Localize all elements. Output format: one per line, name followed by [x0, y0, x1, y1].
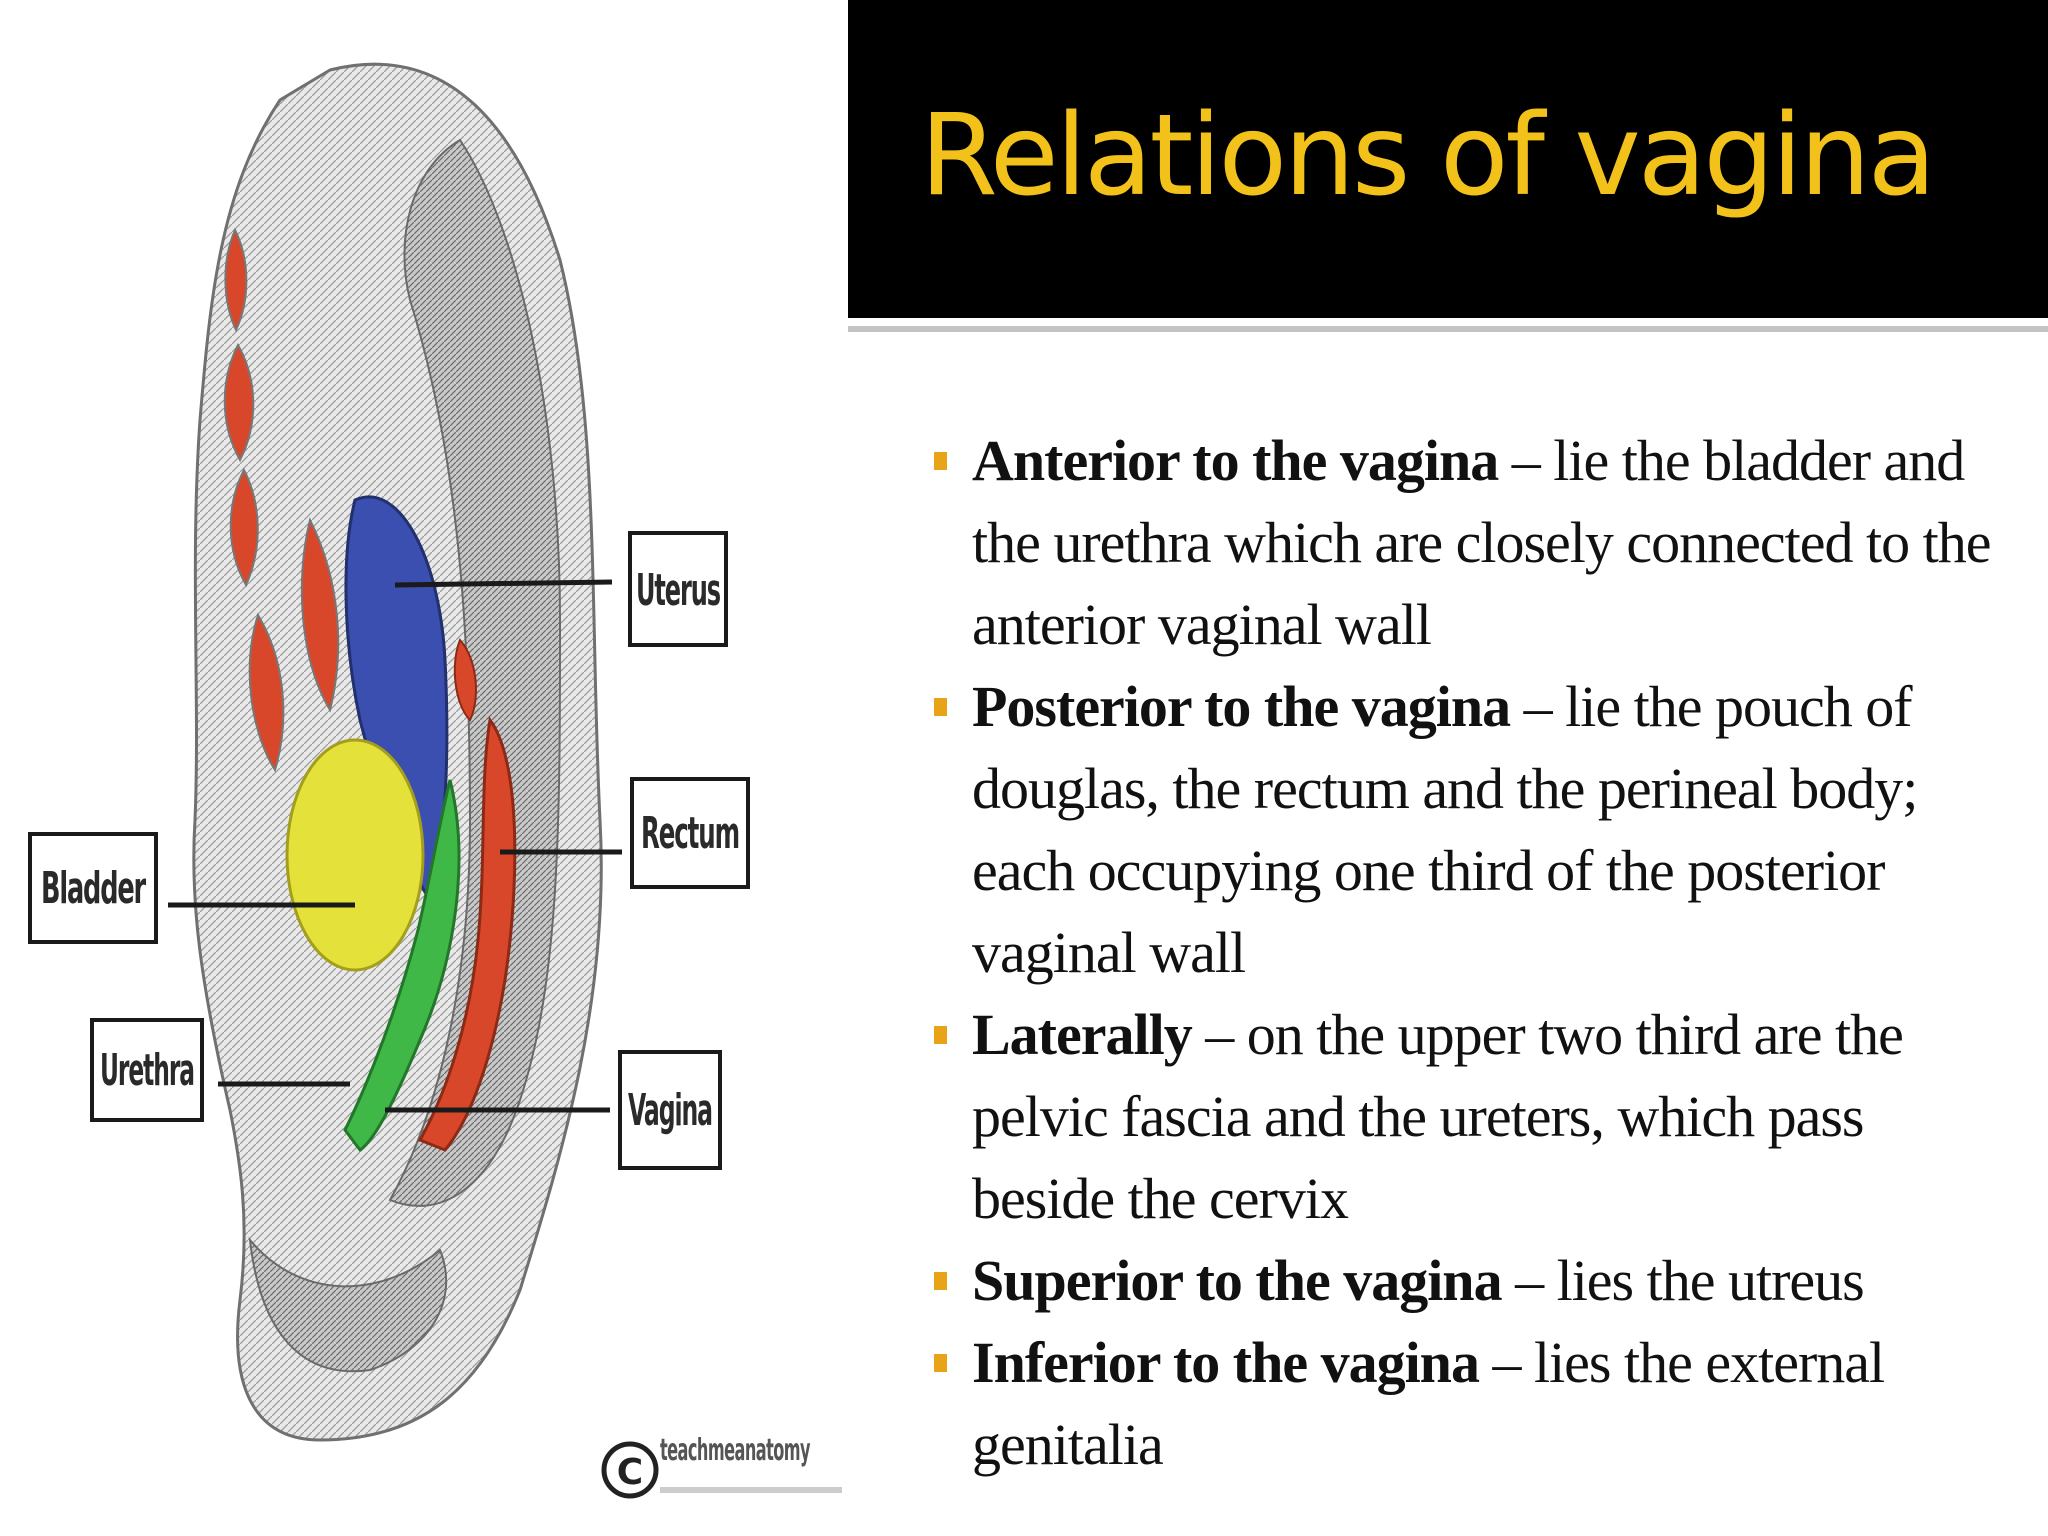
bullet-term: Anterior to the vagina — [972, 428, 1499, 493]
bullet-marker-icon — [934, 1272, 947, 1290]
bullet-text: – lie the pouch of douglas, the rectum a… — [972, 674, 1918, 985]
vagina-label: Vagina — [628, 1085, 712, 1136]
vagina-callout: Vagina — [385, 1050, 722, 1170]
credit-mark: C teachmeanatomy — [601, 1433, 842, 1499]
svg-text:C: C — [617, 1452, 643, 1493]
bullet-term: Inferior to the vagina — [972, 1330, 1480, 1395]
bullet-superior: Superior to the vagina – lies the utreus — [930, 1240, 2010, 1322]
bullet-marker-icon — [934, 698, 947, 716]
rectum-shape — [417, 638, 517, 1152]
bullet-text: – lie the bladder and the urethra which … — [972, 428, 1991, 657]
bullet-marker-icon — [934, 452, 947, 470]
rectum-label: Rectum — [641, 808, 739, 859]
bullet-anterior: Anterior to the vagina – lie the bladder… — [930, 420, 2010, 666]
bullet-text: – lies the external genitalia — [972, 1330, 1885, 1477]
bullet-text: – on the upper two third are the pelvic … — [972, 1002, 1904, 1231]
bullet-term: Laterally — [972, 1002, 1193, 1067]
uterus-callout: Uterus — [394, 531, 728, 647]
copyright-icon: C — [601, 1441, 659, 1499]
bullet-marker-icon — [934, 1026, 947, 1044]
bullet-text: – lies the utreus — [1501, 1248, 1865, 1313]
bullet-inferior: Inferior to the vagina – lies the extern… — [930, 1322, 2010, 1486]
credit-text: teachmeanatomy — [660, 1433, 811, 1468]
bullet-marker-icon — [934, 1354, 947, 1372]
slide-title: Relations of vagina — [920, 91, 1936, 221]
spine-vertebrae — [223, 227, 340, 773]
vagina-shape — [343, 779, 461, 1153]
uterus-label: Uterus — [636, 565, 720, 616]
bullet-posterior: Posterior to the vagina – lie the pouch … — [930, 666, 2010, 994]
urethra-label: Urethra — [100, 1045, 194, 1096]
title-bar — [848, 0, 2048, 318]
bullet-term: Posterior to the vagina — [972, 674, 1511, 739]
bullet-laterally: Laterally – on the upper two third are t… — [930, 994, 2010, 1240]
urethra-callout: Urethra — [90, 1018, 350, 1122]
bladder-shape — [285, 738, 425, 972]
anatomy-diagram: Uterus Rectum Bladder Urethra Vagina C t… — [28, 62, 842, 1499]
title-divider — [848, 326, 2048, 332]
bladder-callout: Bladder — [28, 832, 355, 944]
bladder-label: Bladder — [41, 863, 146, 914]
rectum-callout: Rectum — [500, 777, 750, 889]
bullet-list: Anterior to the vagina – lie the bladder… — [930, 420, 2010, 1486]
bullet-term: Superior to the vagina — [972, 1248, 1503, 1313]
